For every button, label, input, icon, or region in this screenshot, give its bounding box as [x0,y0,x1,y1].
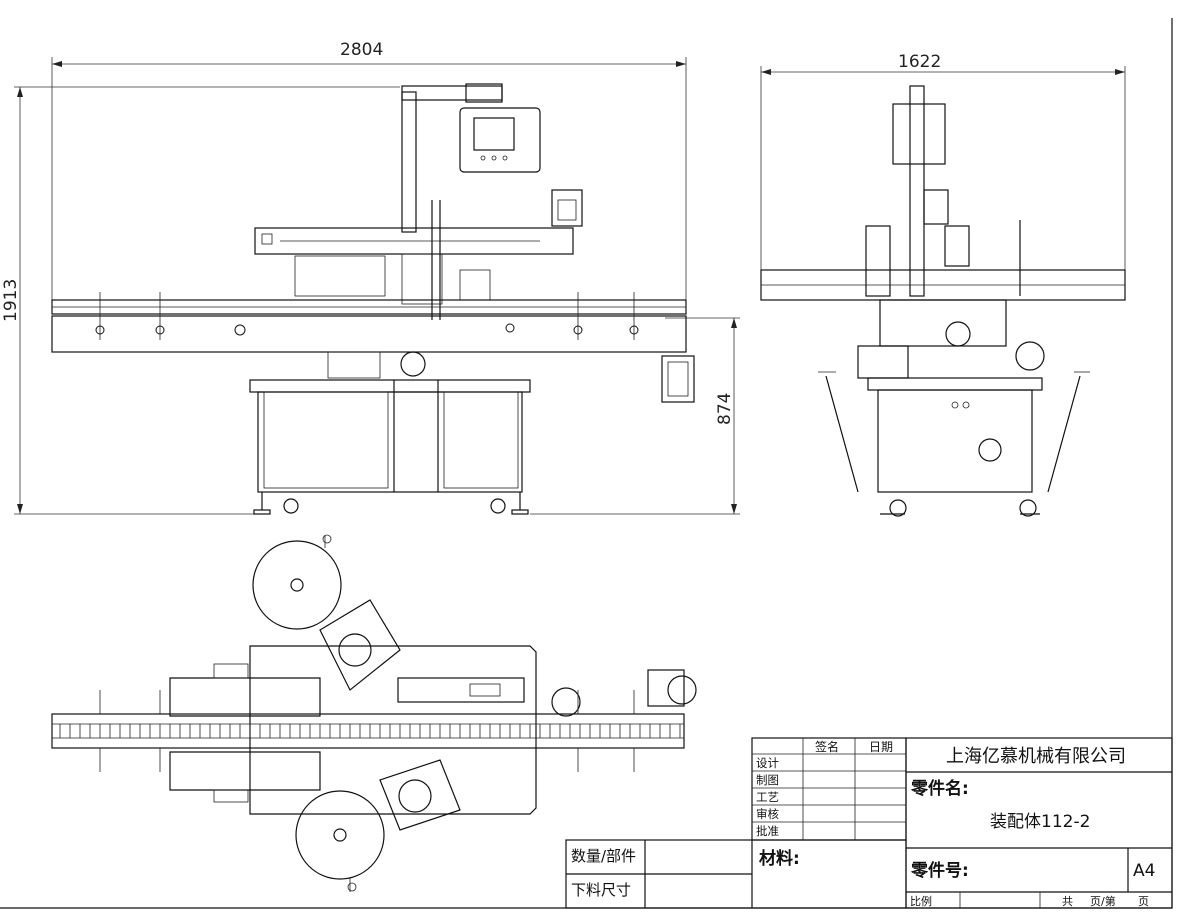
page-suffix: 页 [1138,895,1149,908]
qty-label: 数量/部件 [571,847,636,865]
row-label-approve: 批准 [756,824,779,838]
part-name-label: 零件名: [910,778,969,799]
row-label-process: 工艺 [756,790,779,804]
total-label: 共 [1062,895,1073,908]
part-no-label: 零件号: [910,860,969,881]
side-width-label: 1622 [898,52,941,72]
dimension-front-height: 1913 [1,86,400,515]
material-label: 材料: [759,848,800,869]
table-height-label: 874 [715,393,735,425]
top-view [51,534,697,892]
row-label-drafting: 制图 [756,773,779,787]
scale-label: 比例 [910,894,932,908]
front-width-label: 2804 [340,40,383,60]
title-block: 签名 日期 设计 制图 工艺 审核 批准 上海亿慕机械有限公司 零件名: 装配体… [565,737,1173,909]
side-view: 1622 [760,52,1126,517]
touch-screen [459,107,541,173]
paper-size: A4 [1133,861,1155,881]
part-name: 装配体112-2 [990,812,1090,832]
dimension-side-width: 1622 [760,52,1126,270]
col-sign-header: 签名 [815,739,839,754]
page-label: 页/第 [1090,894,1116,908]
front-height-label: 1913 [1,279,21,322]
dimension-front-width: 2804 [51,40,687,305]
cut-size-label: 下料尺寸 [571,881,631,899]
row-label-design: 设计 [756,756,779,770]
col-date-header: 日期 [869,740,893,754]
dimension-table-height: 874 [530,317,740,515]
row-label-review: 审核 [756,807,779,821]
drawing-border [0,18,1173,909]
front-view: 2804 1913 874 [1,40,740,515]
company-name: 上海亿慕机械有限公司 [946,746,1126,767]
